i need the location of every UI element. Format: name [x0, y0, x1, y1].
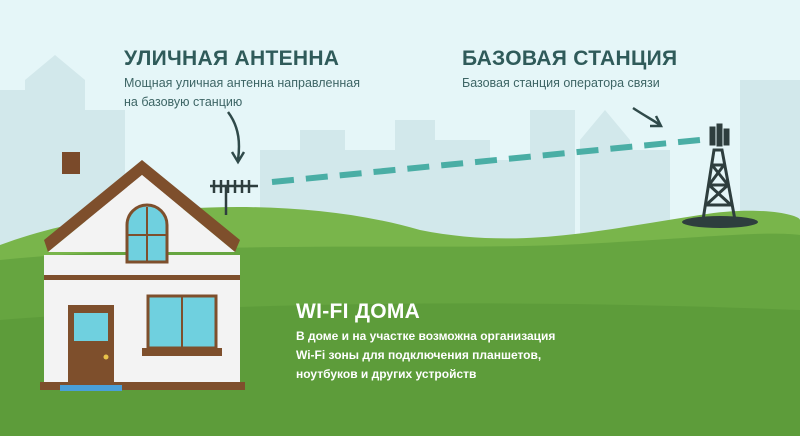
wifi-desc-line: В доме и на участке возможна организация — [296, 329, 556, 343]
station-callout: БАЗОВАЯ СТАНЦИЯ Базовая станция оператор… — [462, 47, 677, 93]
station-desc-line: Базовая станция оператора связи — [462, 76, 660, 90]
antenna-callout: УЛИЧНАЯ АНТЕННА Мощная уличная антенна н… — [124, 47, 360, 112]
arrow-to-station-icon — [632, 106, 664, 128]
base-station-tower-icon — [701, 123, 737, 222]
tower-base — [682, 216, 758, 228]
signal-link-dashed-line — [271, 137, 701, 185]
antenna-desc-line: Мощная уличная антенна направленная — [124, 76, 361, 90]
wifi-description: В доме и на участке возможна организация… — [296, 327, 555, 384]
station-description: Базовая станция оператора связи — [462, 74, 677, 93]
antenna-desc-line: на базовую станцию — [124, 95, 243, 109]
station-title: БАЗОВАЯ СТАНЦИЯ — [462, 47, 678, 70]
antenna-description: Мощная уличная антенна направленная на б… — [124, 74, 360, 112]
arrow-to-antenna-icon — [226, 111, 246, 165]
wifi-desc-line: ноутбуков и других устройств — [296, 367, 477, 381]
outdoor-antenna-icon — [210, 180, 258, 215]
wifi-title: WI-FI ДОМА — [296, 300, 421, 323]
wifi-callout: WI-FI ДОМА В доме и на участке возможна … — [296, 300, 555, 384]
house-illustration — [40, 152, 245, 391]
antenna-title: УЛИЧНАЯ АНТЕННА — [124, 47, 340, 70]
wifi-desc-line: Wi-Fi зоны для подключения планшетов, — [296, 348, 542, 362]
